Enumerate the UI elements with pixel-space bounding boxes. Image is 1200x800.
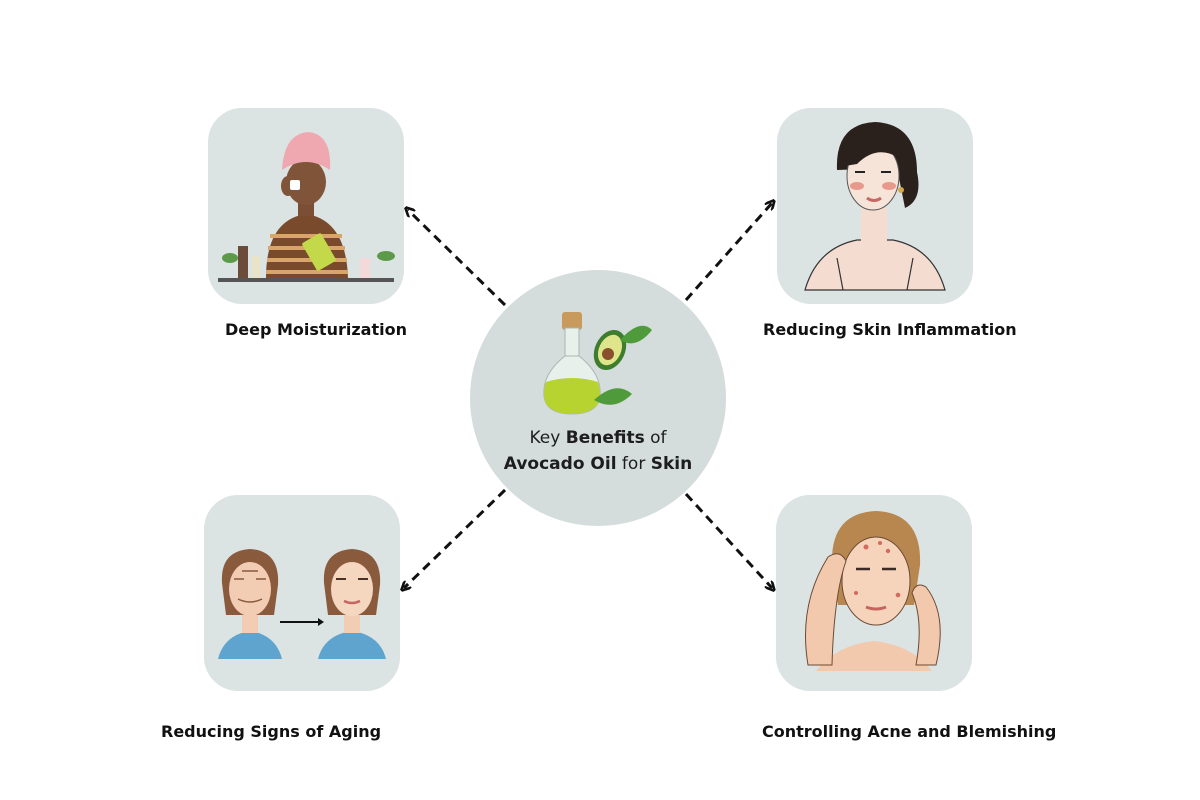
arrow-to-deep-moisturization: [408, 210, 507, 307]
arrow-to-signs-of-aging: [404, 488, 507, 588]
benefit-card-acne-control: [776, 495, 972, 691]
arrow-to-acne-control: [684, 492, 772, 588]
center-title-line1: Key Benefits of: [529, 428, 667, 448]
center-title: Key Benefits of Avocado Oil for Skin: [470, 425, 726, 477]
woman-portrait-icon: [804, 122, 946, 291]
woman-acne-icon: [805, 511, 941, 671]
woman-applying-skincare-icon: [218, 132, 395, 282]
before-after-aging-icon: [218, 549, 386, 659]
caption-deep-moisturization: Deep Moisturization: [225, 320, 407, 339]
caption-signs-of-aging: Reducing Signs of Aging: [161, 722, 382, 741]
center-title-line2: Avocado Oil for Skin: [503, 454, 693, 474]
caption-skin-inflammation: Reducing Skin Inflammation: [763, 320, 1017, 339]
arrow-to-skin-inflammation: [684, 203, 772, 301]
caption-acne-control: Controlling Acne and Blemishing: [762, 722, 1057, 741]
avocado-oil-bottle-icon: [543, 312, 652, 415]
center-hub: Key Benefits of Avocado Oil for Skin: [470, 270, 726, 526]
benefit-card-skin-inflammation: [777, 108, 973, 304]
benefit-card-deep-moisturization: [208, 108, 404, 304]
benefit-card-signs-of-aging: [204, 495, 400, 691]
